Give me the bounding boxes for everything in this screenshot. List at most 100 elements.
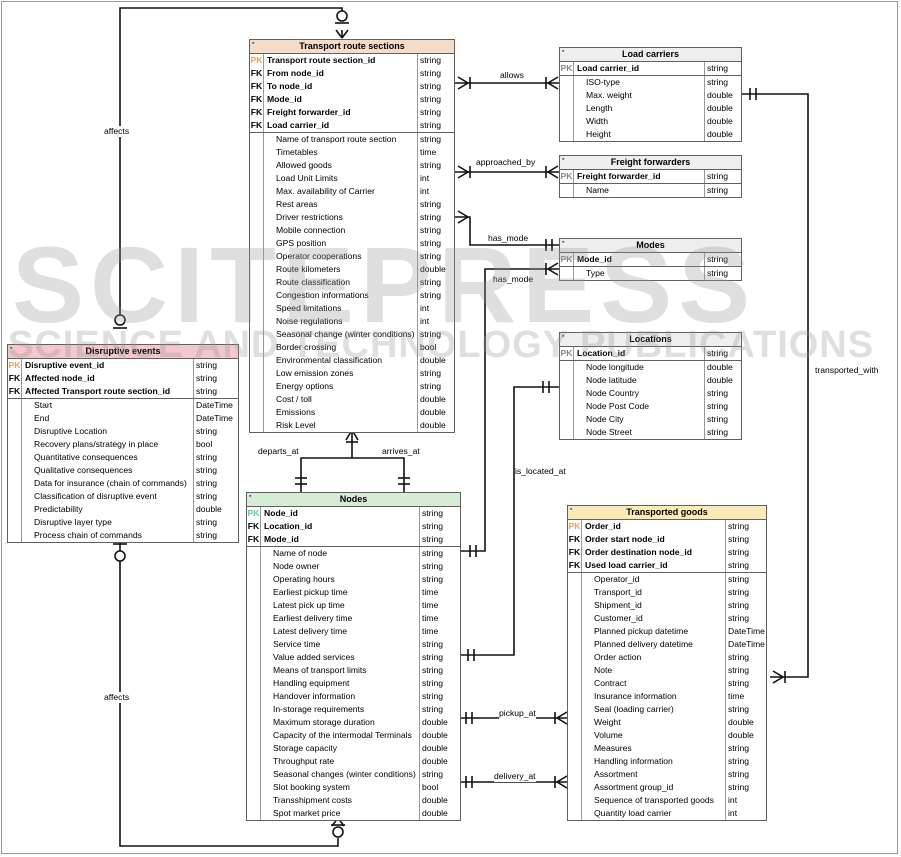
rel-label-has-mode-2: has_mode bbox=[493, 274, 534, 285]
attribute-type: string bbox=[420, 290, 442, 300]
key-marker: PK bbox=[560, 347, 574, 360]
attribute-type: string bbox=[422, 534, 444, 544]
attribute-name: Location_id bbox=[261, 520, 420, 533]
attribute-type: string bbox=[196, 517, 218, 527]
attribute-name: Low emission zones bbox=[264, 367, 418, 380]
key-marker bbox=[250, 341, 264, 354]
affects-top-line bbox=[119, 7, 343, 322]
attribute-type: int bbox=[728, 808, 738, 818]
key-marker bbox=[250, 406, 264, 419]
attribute-name: Shipment_id bbox=[582, 599, 726, 612]
key-marker bbox=[560, 387, 574, 400]
attribute-name: Latest delivery time bbox=[261, 625, 420, 638]
attribute-name: Length bbox=[574, 102, 705, 115]
attribute-type: string bbox=[196, 491, 218, 501]
attribute-type: string bbox=[420, 277, 442, 287]
attribute-name: Means of transport limits bbox=[261, 664, 420, 677]
attribute-name: Route kilometers bbox=[264, 263, 418, 276]
key-marker bbox=[8, 529, 22, 542]
key-marker bbox=[250, 263, 264, 276]
attribute-type: time bbox=[422, 600, 439, 610]
key-marker bbox=[247, 794, 261, 807]
attribute-name: Transshipment costs bbox=[261, 794, 420, 807]
attribute-name: Operator cooperations bbox=[264, 250, 418, 263]
key-marker bbox=[8, 399, 22, 412]
attribute-type: string bbox=[707, 348, 729, 358]
attribute-name: Contract bbox=[582, 677, 726, 690]
key-marker bbox=[250, 354, 264, 367]
attribute-type: double bbox=[420, 264, 446, 274]
entity-title-text: Transported goods bbox=[626, 507, 708, 517]
attribute-type: double bbox=[707, 90, 733, 100]
key-marker bbox=[247, 547, 261, 560]
attribute-name: Rest areas bbox=[264, 198, 418, 211]
attribute-name: Timetables bbox=[264, 146, 418, 159]
key-marker: FK bbox=[247, 533, 261, 546]
attribute-type: string bbox=[196, 478, 218, 488]
key-marker bbox=[568, 755, 582, 768]
attribute-type: string bbox=[196, 360, 218, 370]
attribute-type: time bbox=[422, 587, 439, 597]
attribute-type: bool bbox=[420, 342, 437, 352]
attribute-name: Note bbox=[582, 664, 726, 677]
attribute-type: string bbox=[420, 329, 442, 339]
attribute-name: Assortment bbox=[582, 768, 726, 781]
attribute-type: string bbox=[422, 678, 444, 688]
attribute-type: string bbox=[420, 134, 442, 144]
attribute-name: Load Unit Limits bbox=[264, 172, 418, 185]
key-marker bbox=[568, 664, 582, 677]
key-marker bbox=[568, 794, 582, 807]
key-marker bbox=[247, 586, 261, 599]
attribute-type: string bbox=[728, 547, 750, 557]
attribute-type: string bbox=[420, 160, 442, 170]
attribute-type: string bbox=[728, 613, 750, 623]
attribute-type: string bbox=[422, 574, 444, 584]
attribute-type: time bbox=[728, 691, 745, 701]
key-marker: PK bbox=[560, 62, 574, 75]
attribute-type: string bbox=[420, 199, 442, 209]
key-marker bbox=[250, 185, 264, 198]
key-marker bbox=[8, 425, 22, 438]
key-marker: PK bbox=[250, 54, 264, 67]
attribute-name: Affected node_id bbox=[22, 372, 194, 385]
key-marker bbox=[250, 250, 264, 263]
attribute-name: Storage capacity bbox=[261, 742, 420, 755]
attribute-name: Cost / toll bbox=[264, 393, 418, 406]
attribute-name: Noise regulations bbox=[264, 315, 418, 328]
attribute-type: string bbox=[707, 401, 729, 411]
key-marker bbox=[568, 599, 582, 612]
key-marker: FK bbox=[8, 372, 22, 385]
attribute-name: Slot booking system bbox=[261, 781, 420, 794]
attribute-type: string bbox=[728, 600, 750, 610]
